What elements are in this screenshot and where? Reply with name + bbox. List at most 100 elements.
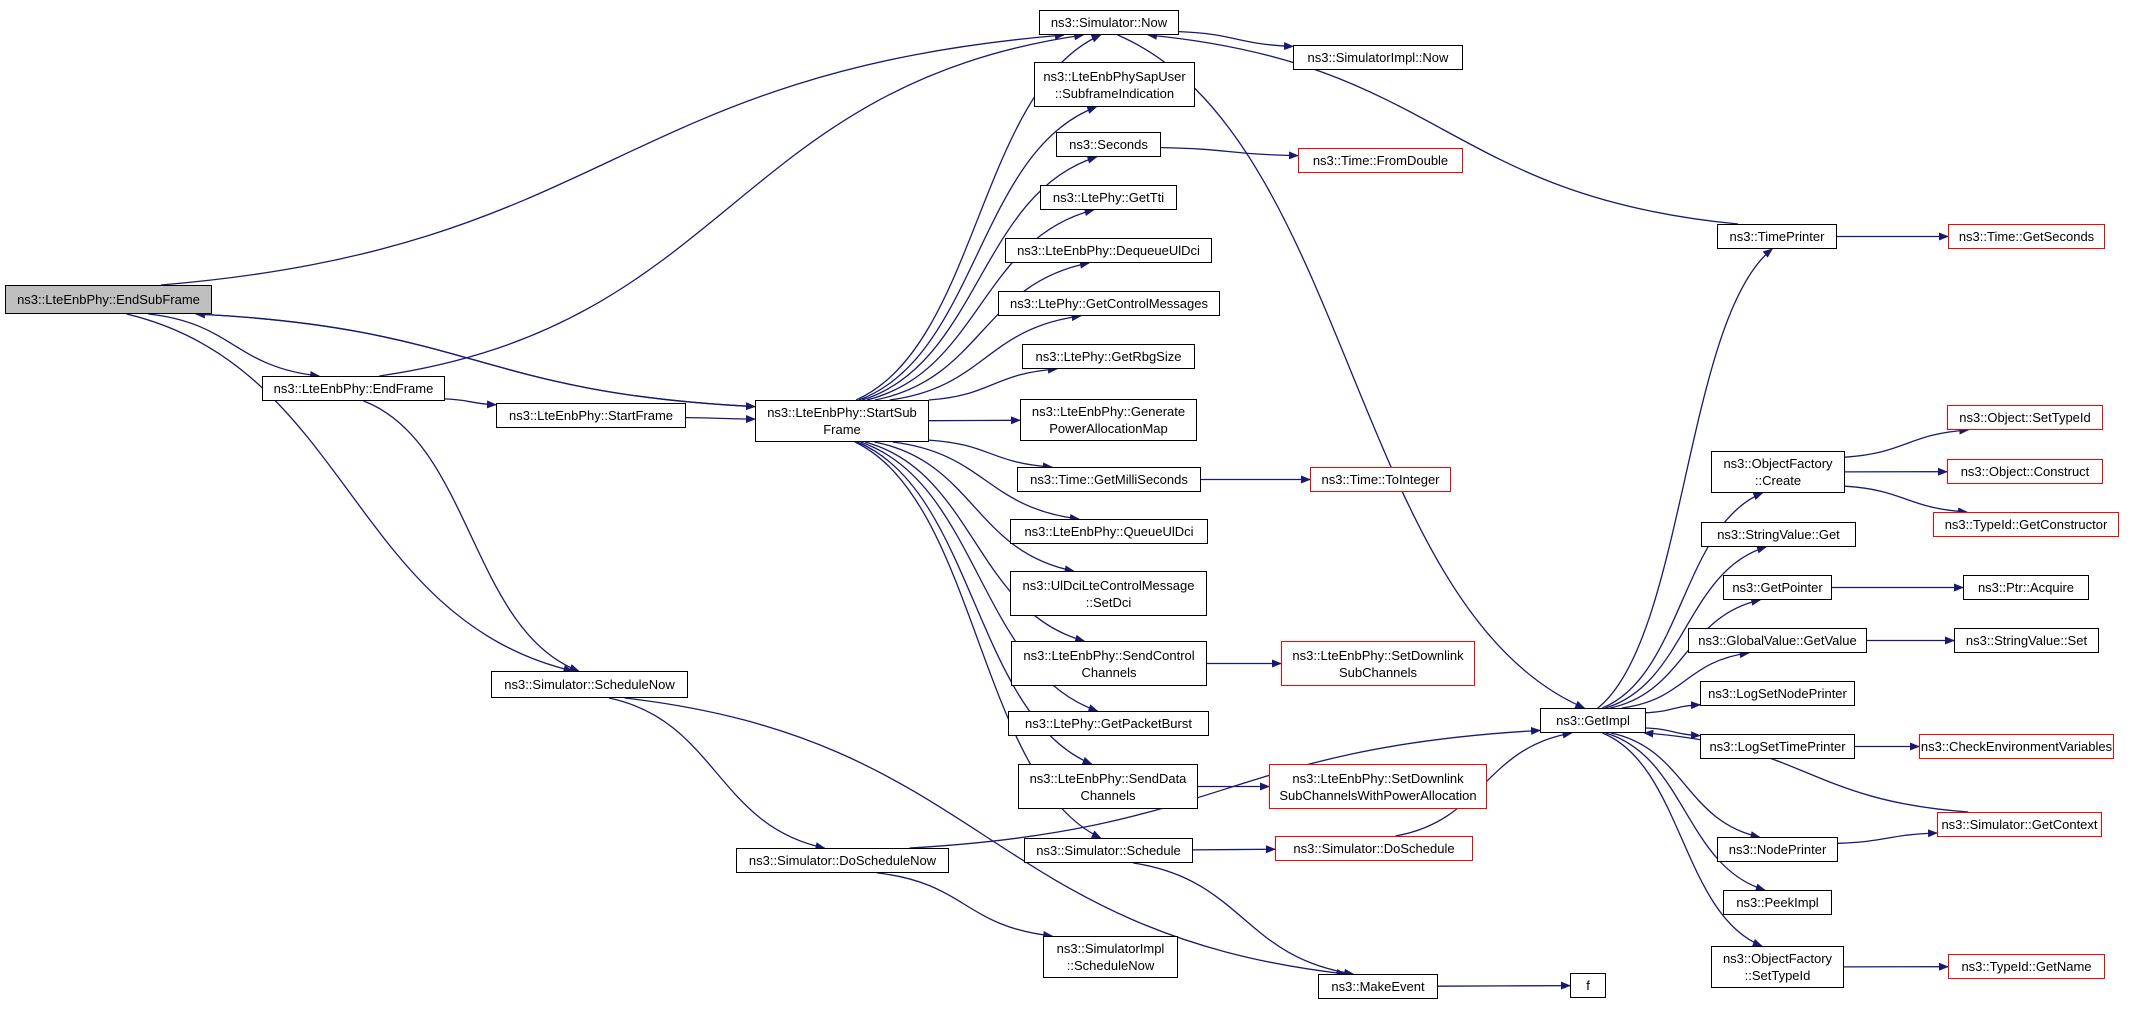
edge-end-frame-to-start-frame [444,398,497,409]
edge-get-impl-to-log-set-time-printer [1645,727,1701,740]
node-label: ns3::Object::Construct [1960,464,2090,479]
node-label: ns3::ObjectFactory [1722,951,1833,966]
node-log-set-node-printer[interactable]: ns3::LogSetNodePrinter [1700,681,1855,706]
node-simimpl-now[interactable]: ns3::SimulatorImpl::Now [1293,45,1463,70]
edge-start-sub-frame-to-get-milliseconds [928,439,1053,471]
node-do-schedule-now[interactable]: ns3::Simulator::DoScheduleNow [736,848,949,873]
node-label: ns3::LteEnbPhy::SetDownlink [1292,647,1464,663]
node-label: ns3::TimePrinter [1729,229,1825,244]
node-from-double[interactable]: ns3::Time::FromDouble [1298,148,1463,173]
node-seconds[interactable]: ns3::Seconds [1056,132,1161,157]
node-ptr-acquire[interactable]: ns3::Ptr::Acquire [1963,575,2089,600]
edge-start-sub-frame-to-dequeue-ul-dci [874,260,1090,401]
edge-get-impl-to-object-factory-set-type-id [1602,732,1763,947]
edge-start-sub-frame-to-get-control-messages [889,313,1082,401]
node-label: ns3::Seconds [1069,137,1148,152]
edge-end-frame-to-sim-now [379,32,1085,377]
node-start-frame[interactable]: ns3::LteEnbPhy::StartFrame [496,403,686,428]
node-object-construct[interactable]: ns3::Object::Construct [1947,459,2103,484]
edge-get-impl-to-string-value-get [1605,545,1767,709]
node-label: ns3::Time::FromDouble [1312,153,1449,168]
node-do-schedule[interactable]: ns3::Simulator::DoSchedule [1275,836,1473,861]
node-end-sub-frame: ns3::LteEnbPhy::EndSubFrame [5,285,212,314]
node-end-frame[interactable]: ns3::LteEnbPhy::EndFrame [262,376,445,401]
node-string-value-get[interactable]: ns3::StringValue::Get [1701,522,1856,547]
node-string-value-set[interactable]: ns3::StringValue::Set [1954,628,2099,653]
edge-start-sub-frame-to-subframe-indication [858,106,1098,401]
node-simimpl-schedule-now[interactable]: ns3::SimulatorImpl::ScheduleNow [1043,936,1178,978]
node-peek-impl[interactable]: ns3::PeekImpl [1723,890,1832,915]
node-get-milliseconds[interactable]: ns3::Time::GetMilliSeconds [1017,467,1201,492]
node-object-factory-set-type-id[interactable]: ns3::ObjectFactory::SetTypeId [1711,946,1844,988]
node-label: ns3::LteEnbPhy::EndSubFrame [17,292,200,307]
node-object-factory-create[interactable]: ns3::ObjectFactory::Create [1711,451,1845,493]
node-get-impl[interactable]: ns3::GetImpl [1540,708,1646,733]
node-label: ns3::Simulator::GetContext [1941,817,2098,832]
node-subframe-indication[interactable]: ns3::LteEnbPhySapUser::SubframeIndicatio… [1034,62,1195,107]
node-label: ::SetDci [1085,594,1132,610]
node-set-type-id[interactable]: ns3::Object::SetTypeId [1947,405,2103,430]
node-label: ns3::Simulator::ScheduleNow [504,677,675,692]
node-label: ns3::TypeId::GetConstructor [1944,517,2108,532]
node-get-rbg-size[interactable]: ns3::LtePhy::GetRbgSize [1022,344,1195,369]
node-label: ns3::StringValue::Get [1717,527,1840,542]
edge-end-sub-frame-to-schedule-now [126,313,574,673]
node-label: ns3::MakeEvent [1331,979,1425,994]
node-label: ns3::NodePrinter [1728,842,1827,857]
node-label: ns3::Ptr::Acquire [1977,580,2075,595]
node-time-printer[interactable]: ns3::TimePrinter [1717,224,1837,249]
edge-get-impl-to-object-factory-create [1602,492,1764,709]
edge-get-impl-to-global-value-get-value [1621,650,1750,709]
node-label: ::ScheduleNow [1066,958,1155,973]
node-label: ns3::LogSetNodePrinter [1708,686,1847,701]
node-label: ns3::GetImpl [1556,713,1630,728]
node-sim-now[interactable]: ns3::Simulator::Now [1039,10,1179,35]
node-set-dci[interactable]: ns3::UlDciLteControlMessage::SetDci [1010,571,1207,616]
node-get-context[interactable]: ns3::Simulator::GetContext [1937,812,2102,837]
node-get-seconds[interactable]: ns3::Time::GetSeconds [1948,224,2105,249]
edge-start-sub-frame-to-seconds [862,155,1098,401]
node-label: ns3::SimulatorImpl [1056,941,1165,956]
node-label: PowerAllocationMap [1049,421,1168,436]
edge-start-sub-frame-to-set-dci [874,441,1075,574]
node-label: ns3::LogSetTimePrinter [1709,739,1846,754]
node-f[interactable]: f [1570,973,1606,998]
node-label: ::Create [1754,473,1802,488]
node-check-env-vars[interactable]: ns3::CheckEnvironmentVariables [1919,734,2114,759]
node-make-event[interactable]: ns3::MakeEvent [1318,974,1438,999]
node-schedule-now[interactable]: ns3::Simulator::ScheduleNow [491,671,688,698]
node-label: ns3::LteEnbPhy::StartSub [767,405,917,420]
edge-sim-now-to-simimpl-now [1178,30,1294,51]
node-label: ns3::LtePhy::GetTti [1052,190,1165,205]
node-label: Channels [1081,664,1137,680]
node-label: ns3::PeekImpl [1736,895,1819,910]
node-label: ns3::LteEnbPhy::DequeueUlDci [1017,243,1200,258]
node-get-constructor[interactable]: ns3::TypeId::GetConstructor [1933,512,2119,537]
node-label: ns3::Time::GetMilliSeconds [1030,472,1188,487]
node-get-control-messages[interactable]: ns3::LtePhy::GetControlMessages [998,291,1220,316]
edge-object-factory-create-to-get-constructor [1844,485,1968,516]
node-label: ns3::GetPointer [1732,580,1823,595]
node-get-pointer[interactable]: ns3::GetPointer [1723,575,1832,600]
node-queue-ul-dci[interactable]: ns3::LteEnbPhy::QueueUlDci [1010,519,1208,544]
node-global-value-get-value[interactable]: ns3::GlobalValue::GetValue [1688,628,1867,653]
node-sim-schedule[interactable]: ns3::Simulator::Schedule [1024,838,1193,863]
node-label: SubChannels [1338,664,1418,680]
node-label: Frame [823,422,861,437]
node-type-id-get-name[interactable]: ns3::TypeId::GetName [1948,954,2105,979]
node-to-integer[interactable]: ns3::Time::ToInteger [1310,467,1451,492]
node-get-packet-burst[interactable]: ns3::LtePhy::GetPacketBurst [1008,711,1209,736]
node-get-tti[interactable]: ns3::LtePhy::GetTti [1040,185,1177,210]
node-dequeue-ul-dci[interactable]: ns3::LteEnbPhy::DequeueUlDci [1005,238,1212,263]
edge-start-sub-frame-to-get-tti [866,208,1095,401]
edge-start-sub-frame-to-get-packet-burst [860,441,1099,712]
node-log-set-time-printer[interactable]: ns3::LogSetTimePrinter [1700,734,1855,759]
edge-end-frame-to-schedule-now [363,400,580,672]
node-node-printer[interactable]: ns3::NodePrinter [1717,837,1838,862]
